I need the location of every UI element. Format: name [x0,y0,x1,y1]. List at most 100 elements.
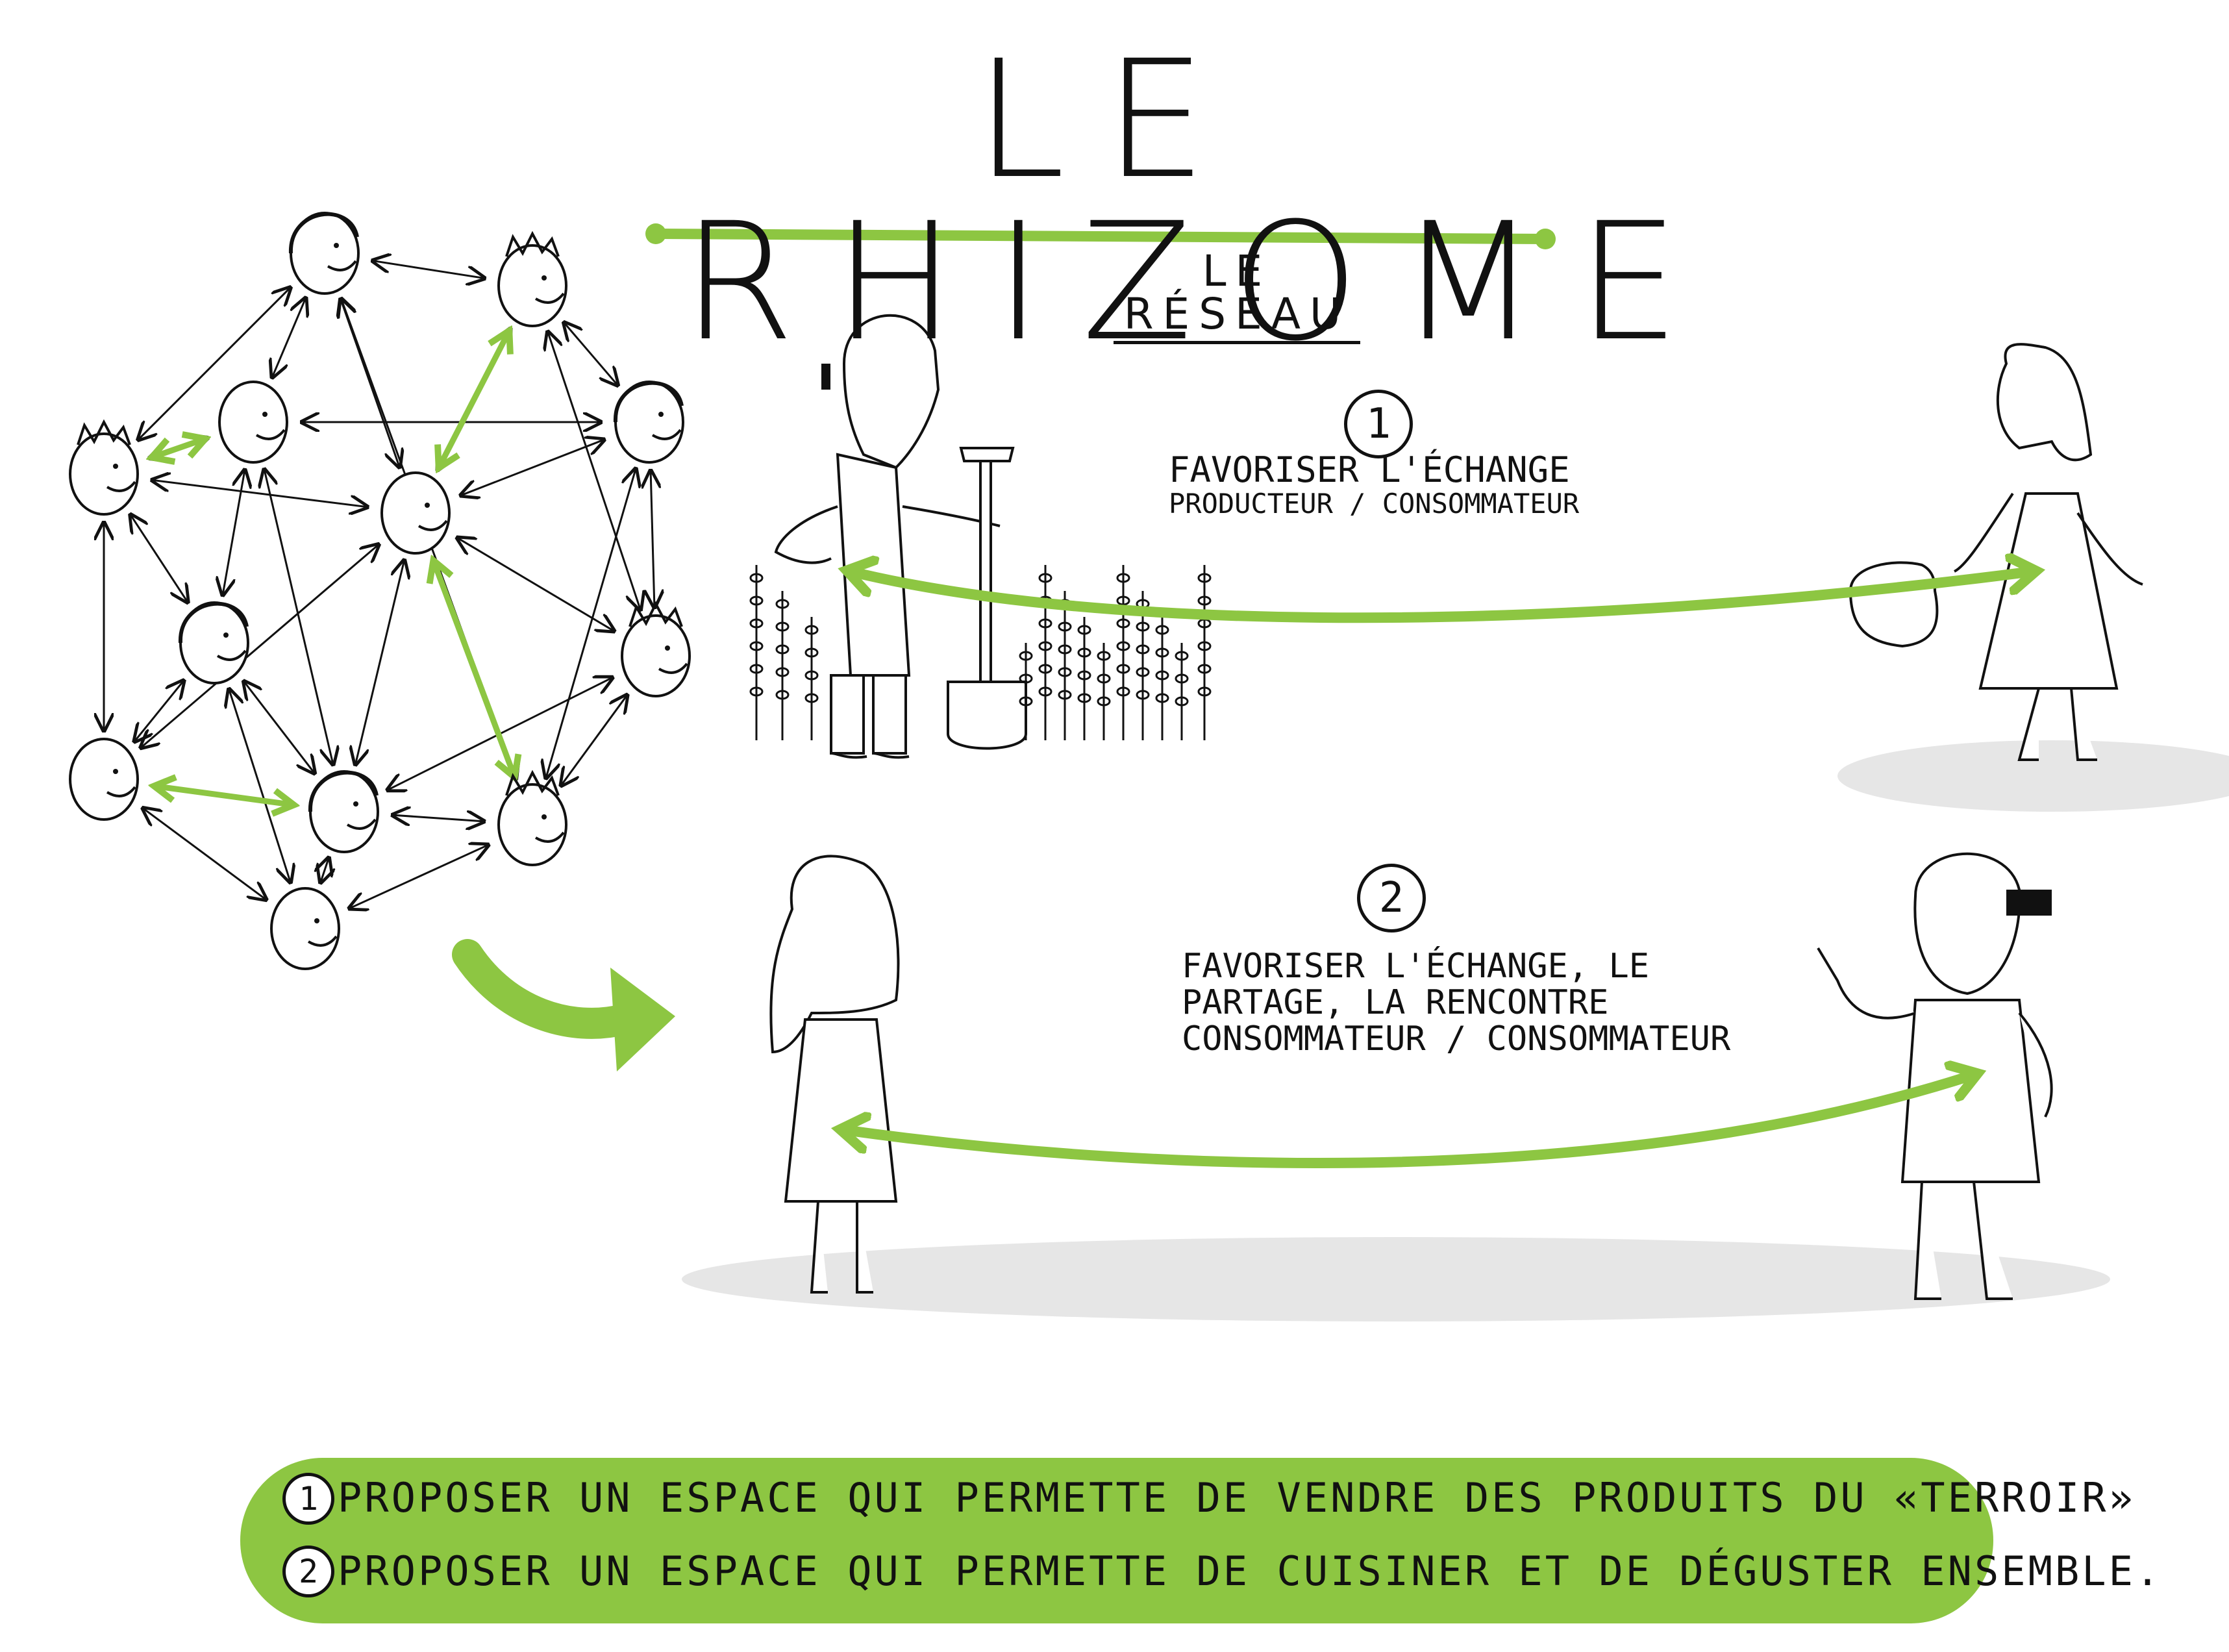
network-edge [546,469,636,778]
network-people [69,212,691,970]
scene-2-line-1: FAVORISER L'ÉCHANGE, LE [1182,947,1650,986]
scene-1-line-2: PRODUCTEUR / CONSOMMATEUR [1169,488,1580,520]
scene-1-caption: FAVORISER L'ÉCHANGE PRODUCTEUR / CONSOMM… [1169,451,1580,520]
plant-leaf [775,667,790,677]
scene-1-number: 1 [1344,390,1413,458]
network-edge [564,323,617,385]
plant-leaf [1058,690,1072,700]
plant-leaf [749,686,764,697]
network-edge [141,545,379,748]
plant-leaf [1077,670,1091,681]
plant-leaf [1116,618,1130,629]
scene-2-line-3: CONSOMMATEUR / CONSOMMATEUR [1182,1020,1731,1059]
plant-leaf [1038,664,1052,674]
person-face-icon [69,738,139,821]
plant-leaf [1019,651,1033,661]
curved-arrow-icon [452,939,675,1071]
network-edge [229,689,291,882]
exchange-arrow-1 [851,571,2032,623]
scene-consumer-consumer [682,852,2110,1321]
plant-leaf [1019,696,1033,707]
person-face-icon [497,231,567,327]
person-face-icon [380,471,451,555]
plant-leaf [775,690,790,700]
network-highlight-edge [439,331,510,468]
plant-leaf [775,621,790,632]
plant-leaf [804,670,819,681]
plant-leaf [1038,618,1052,629]
network-highlight-edge [154,786,293,805]
network-edge [264,469,333,764]
exchange-arrow-2 [844,1075,1974,1168]
banner-goal-1: PROPOSER UN ESPACE QUI PERMETTE DE VENDR… [338,1474,2136,1521]
plant-leaf [1136,690,1150,700]
scene-2-line-2: PARTAGE, LA RENCONTRE [1182,983,1609,1023]
network-edge [373,261,484,279]
network-edge [548,332,641,610]
plant-leaf [749,573,764,583]
network-edge [321,858,329,882]
person-face-icon [497,770,567,866]
plant-leaf [1155,670,1169,681]
plant-leaf [775,644,790,655]
woman-figure [769,855,900,1294]
banner-goal-2: PROPOSER UN ESPACE QUI PERMETTE DE CUISI… [338,1547,2163,1595]
plant-leaf [1175,696,1189,707]
network-edge [349,845,488,908]
plant-leaf [804,625,819,635]
plant-leaf [1136,667,1150,677]
man-waving-figure [1817,852,2053,1300]
network-highlight-edge [433,560,514,777]
plant-leaf [1058,644,1072,655]
plant-leaf [1019,673,1033,684]
person-face-icon [69,419,139,516]
plant-leaf [1197,664,1212,674]
plant-leaf [1197,686,1212,697]
plant-leaf [1155,625,1169,635]
plant-leaf [775,599,790,609]
network-highlight-edge [152,439,206,458]
network-edge [143,808,266,900]
plant-leaf [1116,686,1130,697]
network-edge [134,681,184,741]
plant-leaf [1058,667,1072,677]
ground-shadow [682,1237,2110,1321]
plant-leaf [1097,651,1111,661]
scene-2-number: 2 [1357,864,1426,932]
plant-leaf [749,641,764,651]
plant-leaf [1058,621,1072,632]
plant-leaf [804,693,819,703]
banner-number-2: 2 [282,1546,334,1597]
title-underline [645,223,1556,249]
network-edge [131,515,188,602]
scene-producer-consumer [749,314,2229,812]
plant-leaf [1038,641,1052,651]
plant-leaf [749,664,764,674]
network-edge [393,815,484,821]
plant-leaf [749,618,764,629]
plant-leaf [1175,651,1189,661]
person-face-icon [218,381,288,464]
network-edge [244,681,315,773]
goals-banner [240,1458,1993,1623]
banner-number-1: 1 [282,1473,334,1525]
plant-leaf [804,647,819,658]
plant-leaf [1197,641,1212,651]
plant-leaf [1077,693,1091,703]
network-highlight-edges [152,331,515,805]
network-edge [152,480,367,507]
consumer-woman-figure [1849,343,2143,761]
plant-leaf [1116,664,1130,674]
network-edge [457,538,614,631]
network-edge [651,471,654,607]
spade-icon [947,447,1027,750]
plant-leaf [1038,686,1052,697]
network-edge [272,298,306,377]
plant-leaf [1155,647,1169,658]
plant-leaf [1116,641,1130,651]
plant-leaf [1077,625,1091,635]
basket-icon [1849,561,1939,648]
page-subtitle: LE RÉSEAU [1114,250,1360,344]
person-face-icon [621,601,691,697]
